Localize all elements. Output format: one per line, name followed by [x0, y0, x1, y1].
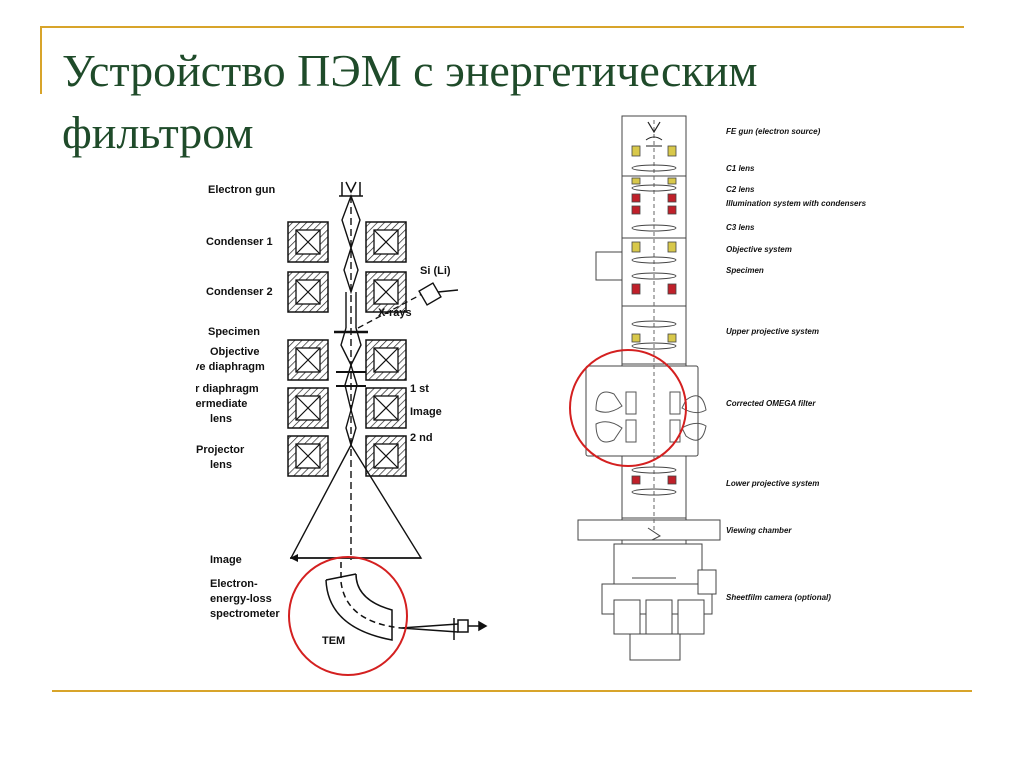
- label-intermediate: Intermediate: [196, 398, 247, 410]
- label-condenser-1: Condenser 1: [206, 236, 273, 248]
- label-image-2: Image: [210, 554, 242, 566]
- condenser-2-lens: [287, 271, 407, 313]
- label-tem: TEM: [322, 635, 345, 647]
- label-eels-1: Electron-: [210, 578, 258, 590]
- label-second: 2 nd: [410, 432, 433, 444]
- label-sheetfilm-camera: Sheetfilm camera (optional): [726, 593, 831, 602]
- top-accent-rule: [40, 26, 964, 28]
- label-c2-lens: C2 lens: [726, 185, 755, 194]
- label-xrays: X-rays: [378, 307, 412, 319]
- label-image-1: Image: [410, 406, 442, 418]
- slide-title: Устройство ПЭМ с энергетическим фильтром: [62, 40, 942, 164]
- label-lens-1: lens: [210, 413, 232, 425]
- label-illumination: Illumination system with condensers: [726, 199, 867, 208]
- lens-coils: [631, 145, 677, 485]
- fe-gun-icon: [647, 121, 661, 134]
- highlight-circle-right: [569, 349, 687, 467]
- label-objective-system: Objective system: [726, 245, 792, 254]
- label-first: 1 st: [410, 383, 429, 395]
- energy-filter-tem-schematic: FE gun (electron source) C1 lens C2 lens…: [569, 115, 867, 661]
- title-line-1: Устройство ПЭМ с энергетическим: [62, 45, 758, 96]
- sili-detector-icon: [418, 282, 459, 306]
- arrow-left-icon: [290, 554, 298, 562]
- energy-filter-tem-panel: FE gun (electron source) C1 lens C2 lens…: [566, 110, 910, 666]
- label-upper-projective: Upper projective system: [726, 327, 819, 336]
- bottom-accent-rule: [52, 690, 972, 692]
- label-selector-diaphragm: Selector diaphragm: [196, 383, 259, 395]
- tem-schematic: Electron gun Condenser 1 Condenser 2 Si …: [156, 181, 488, 676]
- tem-schematic-panel: Electron gun Condenser 1 Condenser 2 Si …: [156, 170, 512, 690]
- left-accent-rule: [40, 26, 42, 94]
- projector-lens: [287, 435, 407, 477]
- label-lens-2: lens: [210, 459, 232, 471]
- condenser-1-lens: [287, 221, 407, 263]
- highlight-circle-left: [288, 556, 408, 676]
- label-viewing-chamber: Viewing chamber: [726, 526, 792, 535]
- label-sili: Si (Li): [420, 265, 451, 277]
- label-specimen-right: Specimen: [726, 266, 764, 275]
- label-eels-3: spectrometer: [210, 608, 280, 620]
- label-fe-gun: FE gun (electron source): [726, 127, 821, 136]
- label-omega-filter: Corrected OMEGA filter: [726, 399, 816, 408]
- viewing-screen-icon: [647, 527, 661, 541]
- spectrometer-magnet: [325, 562, 488, 641]
- label-specimen: Specimen: [208, 326, 260, 338]
- objective-lens: [287, 339, 407, 381]
- label-c3-lens: C3 lens: [726, 223, 755, 232]
- label-electron-gun: Electron gun: [208, 184, 276, 196]
- electron-gun-icon: [339, 181, 363, 197]
- label-c1-lens: C1 lens: [726, 164, 755, 173]
- label-objective: Objective: [210, 346, 260, 358]
- label-eels-2: energy-loss: [210, 593, 272, 605]
- label-lower-projective: Lower projective system: [726, 479, 819, 488]
- label-objective-diaphragm: Objective diaphragm: [196, 361, 265, 373]
- intermediate-lens: [287, 387, 407, 429]
- title-line-2: фильтром: [62, 107, 254, 158]
- label-projector: Projector: [196, 444, 245, 456]
- label-condenser-2: Condenser 2: [206, 286, 273, 298]
